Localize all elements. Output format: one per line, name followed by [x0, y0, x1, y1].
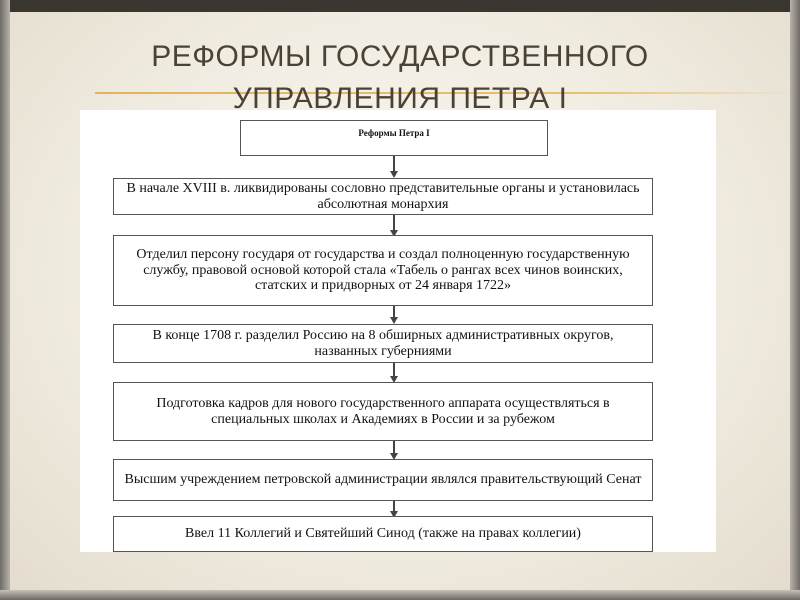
slide-frame-left [0, 0, 10, 600]
flow-step-2: Отделил персону государя от государства … [113, 235, 653, 306]
connector-line [393, 306, 395, 319]
diagram-header-box: Реформы Петра I [240, 120, 548, 156]
connector-line [393, 156, 395, 172]
flow-step-5: Высшим учреждением петровской администра… [113, 459, 653, 501]
slide-frame-right [790, 0, 800, 600]
title-accent-line [95, 92, 800, 94]
slide-title-line-1: РЕФОРМЫ ГОСУДАРСТВЕННОГО [151, 40, 649, 73]
connector-line [393, 215, 395, 231]
connector-arrow [390, 230, 398, 237]
connector-arrow [390, 317, 398, 324]
connector-arrow [390, 511, 398, 518]
connector-line [393, 363, 395, 377]
slide-frame-bottom [0, 590, 800, 600]
flow-step-3: В конце 1708 г. разделил Россию на 8 обш… [113, 324, 653, 363]
connector-line [393, 441, 395, 454]
slide-title-line-2: УПРАВЛЕНИЯ ПЕТРА I [232, 82, 568, 115]
flow-step-4: Подготовка кадров для нового государстве… [113, 382, 653, 441]
flow-step-6: Ввел 11 Коллегий и Святейший Синод (такж… [113, 516, 653, 552]
connector-arrow [390, 171, 398, 178]
connector-line [393, 501, 395, 512]
diagram-panel: Реформы Петра I В начале XVIII в. ликвид… [80, 110, 716, 552]
slide-frame-top [0, 0, 800, 12]
flow-step-1: В начале XVIII в. ликвидированы сословно… [113, 178, 653, 215]
connector-arrow [390, 453, 398, 460]
connector-arrow [390, 376, 398, 383]
